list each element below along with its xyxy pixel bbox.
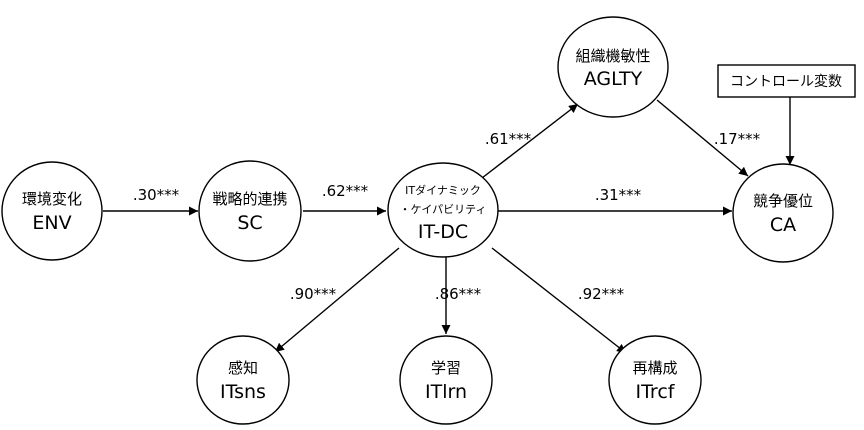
control-variables-label: コントロール変数: [730, 73, 842, 90]
coef-aglty-ca: .17***: [714, 130, 761, 148]
coef-itdc-aglty: .61***: [485, 130, 532, 148]
edge-itdc-itrcf: [491, 247, 627, 354]
coef-itdc-itsns: .90***: [290, 285, 337, 303]
node-aglty: 組織機敏性 AGLTY: [557, 16, 669, 118]
node-ca-title: 競争優位: [753, 192, 813, 210]
node-sc: 戦略的連携 SC: [198, 160, 302, 262]
node-ca: 競争優位 CA: [732, 163, 834, 263]
edge-aglty-ca: [656, 99, 749, 177]
coef-itdc-itrcf: .92***: [578, 285, 625, 303]
control-variables-box: コントロール変数: [717, 64, 856, 98]
node-aglty-abbr: AGLTY: [584, 68, 643, 90]
node-sc-abbr: SC: [237, 212, 262, 234]
coef-sc-itdc: .62***: [322, 182, 369, 200]
node-itlrn-abbr: ITlrn: [425, 381, 467, 403]
edge-itdc-itsns: [274, 247, 400, 353]
node-itdc-abbr: IT-DC: [418, 221, 468, 243]
node-aglty-title: 組織機敏性: [575, 47, 650, 65]
node-itdc: ITダイナミック ・ケイパビリティ IT-DC: [387, 162, 499, 258]
node-env: 環境変化 ENV: [1, 161, 103, 261]
node-itsns: 感知 ITsns: [196, 335, 290, 425]
node-itdc-title-line1: ITダイナミック: [405, 183, 481, 197]
node-itrcf-abbr: ITrcf: [636, 381, 676, 403]
coef-env-sc: .30***: [133, 186, 180, 204]
node-ca-abbr: CA: [770, 214, 796, 236]
node-itrcf-title: 再構成: [632, 359, 677, 377]
node-env-abbr: ENV: [32, 212, 71, 234]
node-itsns-title: 感知: [228, 359, 258, 377]
node-itlrn-title: 学習: [431, 359, 461, 377]
node-itsns-abbr: ITsns: [220, 381, 266, 403]
node-itdc-title-line2: ・ケイパビリティ: [400, 203, 487, 216]
node-sc-title: 戦略的連携: [212, 190, 287, 208]
node-env-title: 環境変化: [22, 190, 82, 208]
coef-itdc-ca: .31***: [595, 186, 642, 204]
node-itlrn: 学習 ITlrn: [399, 335, 493, 425]
node-itrcf: 再構成 ITrcf: [608, 335, 702, 425]
edge-itdc-aglty: [481, 103, 579, 179]
coef-itdc-itlrn: .86***: [435, 285, 482, 303]
